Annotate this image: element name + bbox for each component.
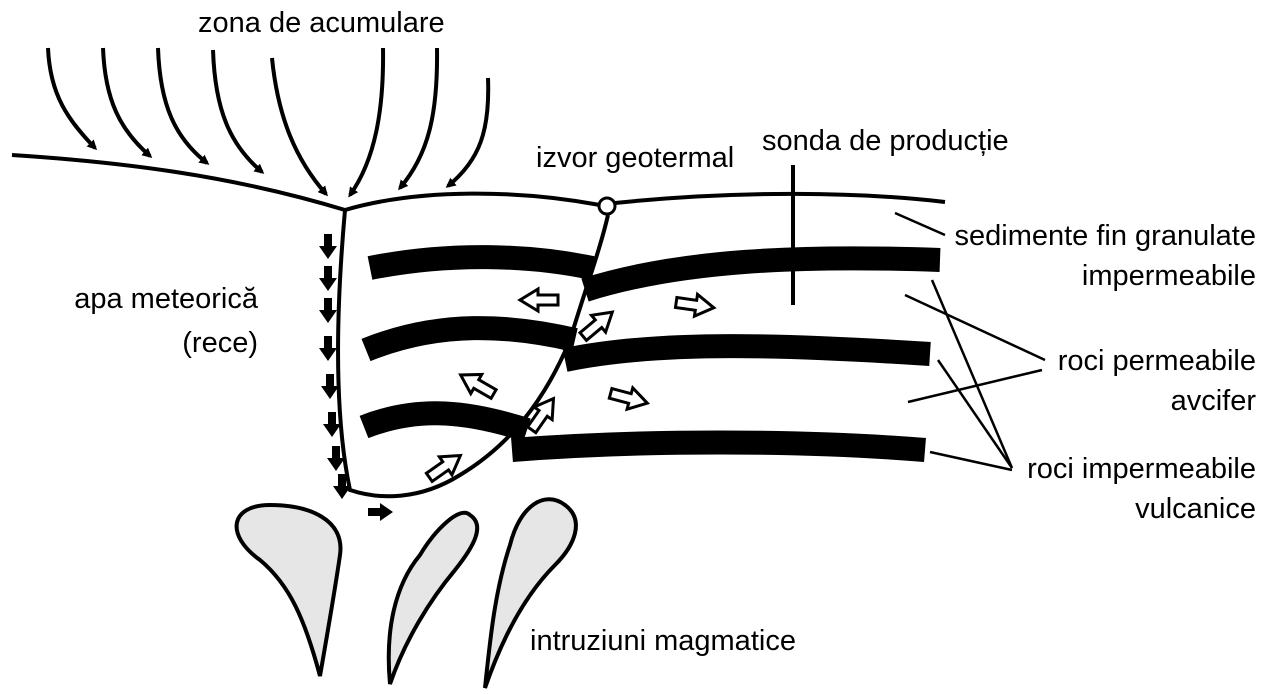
solid-right-arrow-icon (368, 503, 393, 521)
solid-down-arrow-icon (321, 374, 339, 399)
curved-down-arrow-icon (158, 48, 207, 163)
label-impermeable-rocks: roci impermeabile (1027, 453, 1256, 485)
label-accumulation-zone: zona de acumulare (198, 7, 445, 39)
label-meteoric-water: apa meteorică (74, 283, 259, 315)
label-fine-sediments: sedimente fin granulate (955, 220, 1256, 252)
label-production-well: sonda de producție (762, 125, 1009, 157)
hollow-arrow-icon (423, 447, 467, 487)
curved-down-arrow-icon (48, 48, 95, 148)
curved-down-arrow-icon (400, 48, 437, 188)
hollow-arrow-icon (576, 304, 619, 345)
magmatic-intrusions (237, 499, 576, 688)
label-geothermal-spring: izvor geotermal (536, 142, 734, 174)
label-permeable-rocks: roci permeabile (1058, 345, 1256, 377)
intrusion-left (237, 505, 341, 676)
label-fine-sediments-impermeable: impermeabile (1082, 260, 1256, 292)
intrusion-right (485, 499, 576, 688)
hollow-arrow-icon (455, 365, 499, 403)
curved-down-arrow-icon (213, 50, 262, 172)
label-meteoric-water-cold: (rece) (182, 327, 258, 359)
hollow-arrow-icon (675, 292, 716, 319)
hollow-arrow-icon (520, 289, 558, 311)
curved-down-arrow-icon (103, 48, 150, 156)
left-block-bands (364, 257, 592, 430)
curved-down-arrow-icon (448, 78, 488, 186)
solid-down-arrow-icon (319, 266, 337, 291)
intrusion-middle (389, 513, 477, 684)
solid-down-arrow-icon (319, 234, 337, 259)
label-impermeable-rocks-volcanic: vulcanice (1135, 493, 1256, 525)
curved-down-arrow-icon (350, 48, 383, 195)
ground-surface (12, 155, 945, 210)
solid-down-arrow-icon (319, 298, 337, 323)
circle-spring-icon (599, 198, 615, 214)
label-magmatic-intrusions: intruziuni magmatice (530, 625, 796, 657)
labels: zona de acumulare izvor geotermal sonda … (74, 7, 1256, 657)
label-permeable-rocks-aquifer: avcifer (1171, 385, 1257, 417)
hollow-arrow-icon (608, 383, 650, 414)
rain-arrows (48, 48, 488, 195)
curved-down-arrow-icon (272, 58, 326, 194)
solid-down-arrow-icon (319, 336, 337, 361)
right-block-bands (512, 258, 940, 450)
